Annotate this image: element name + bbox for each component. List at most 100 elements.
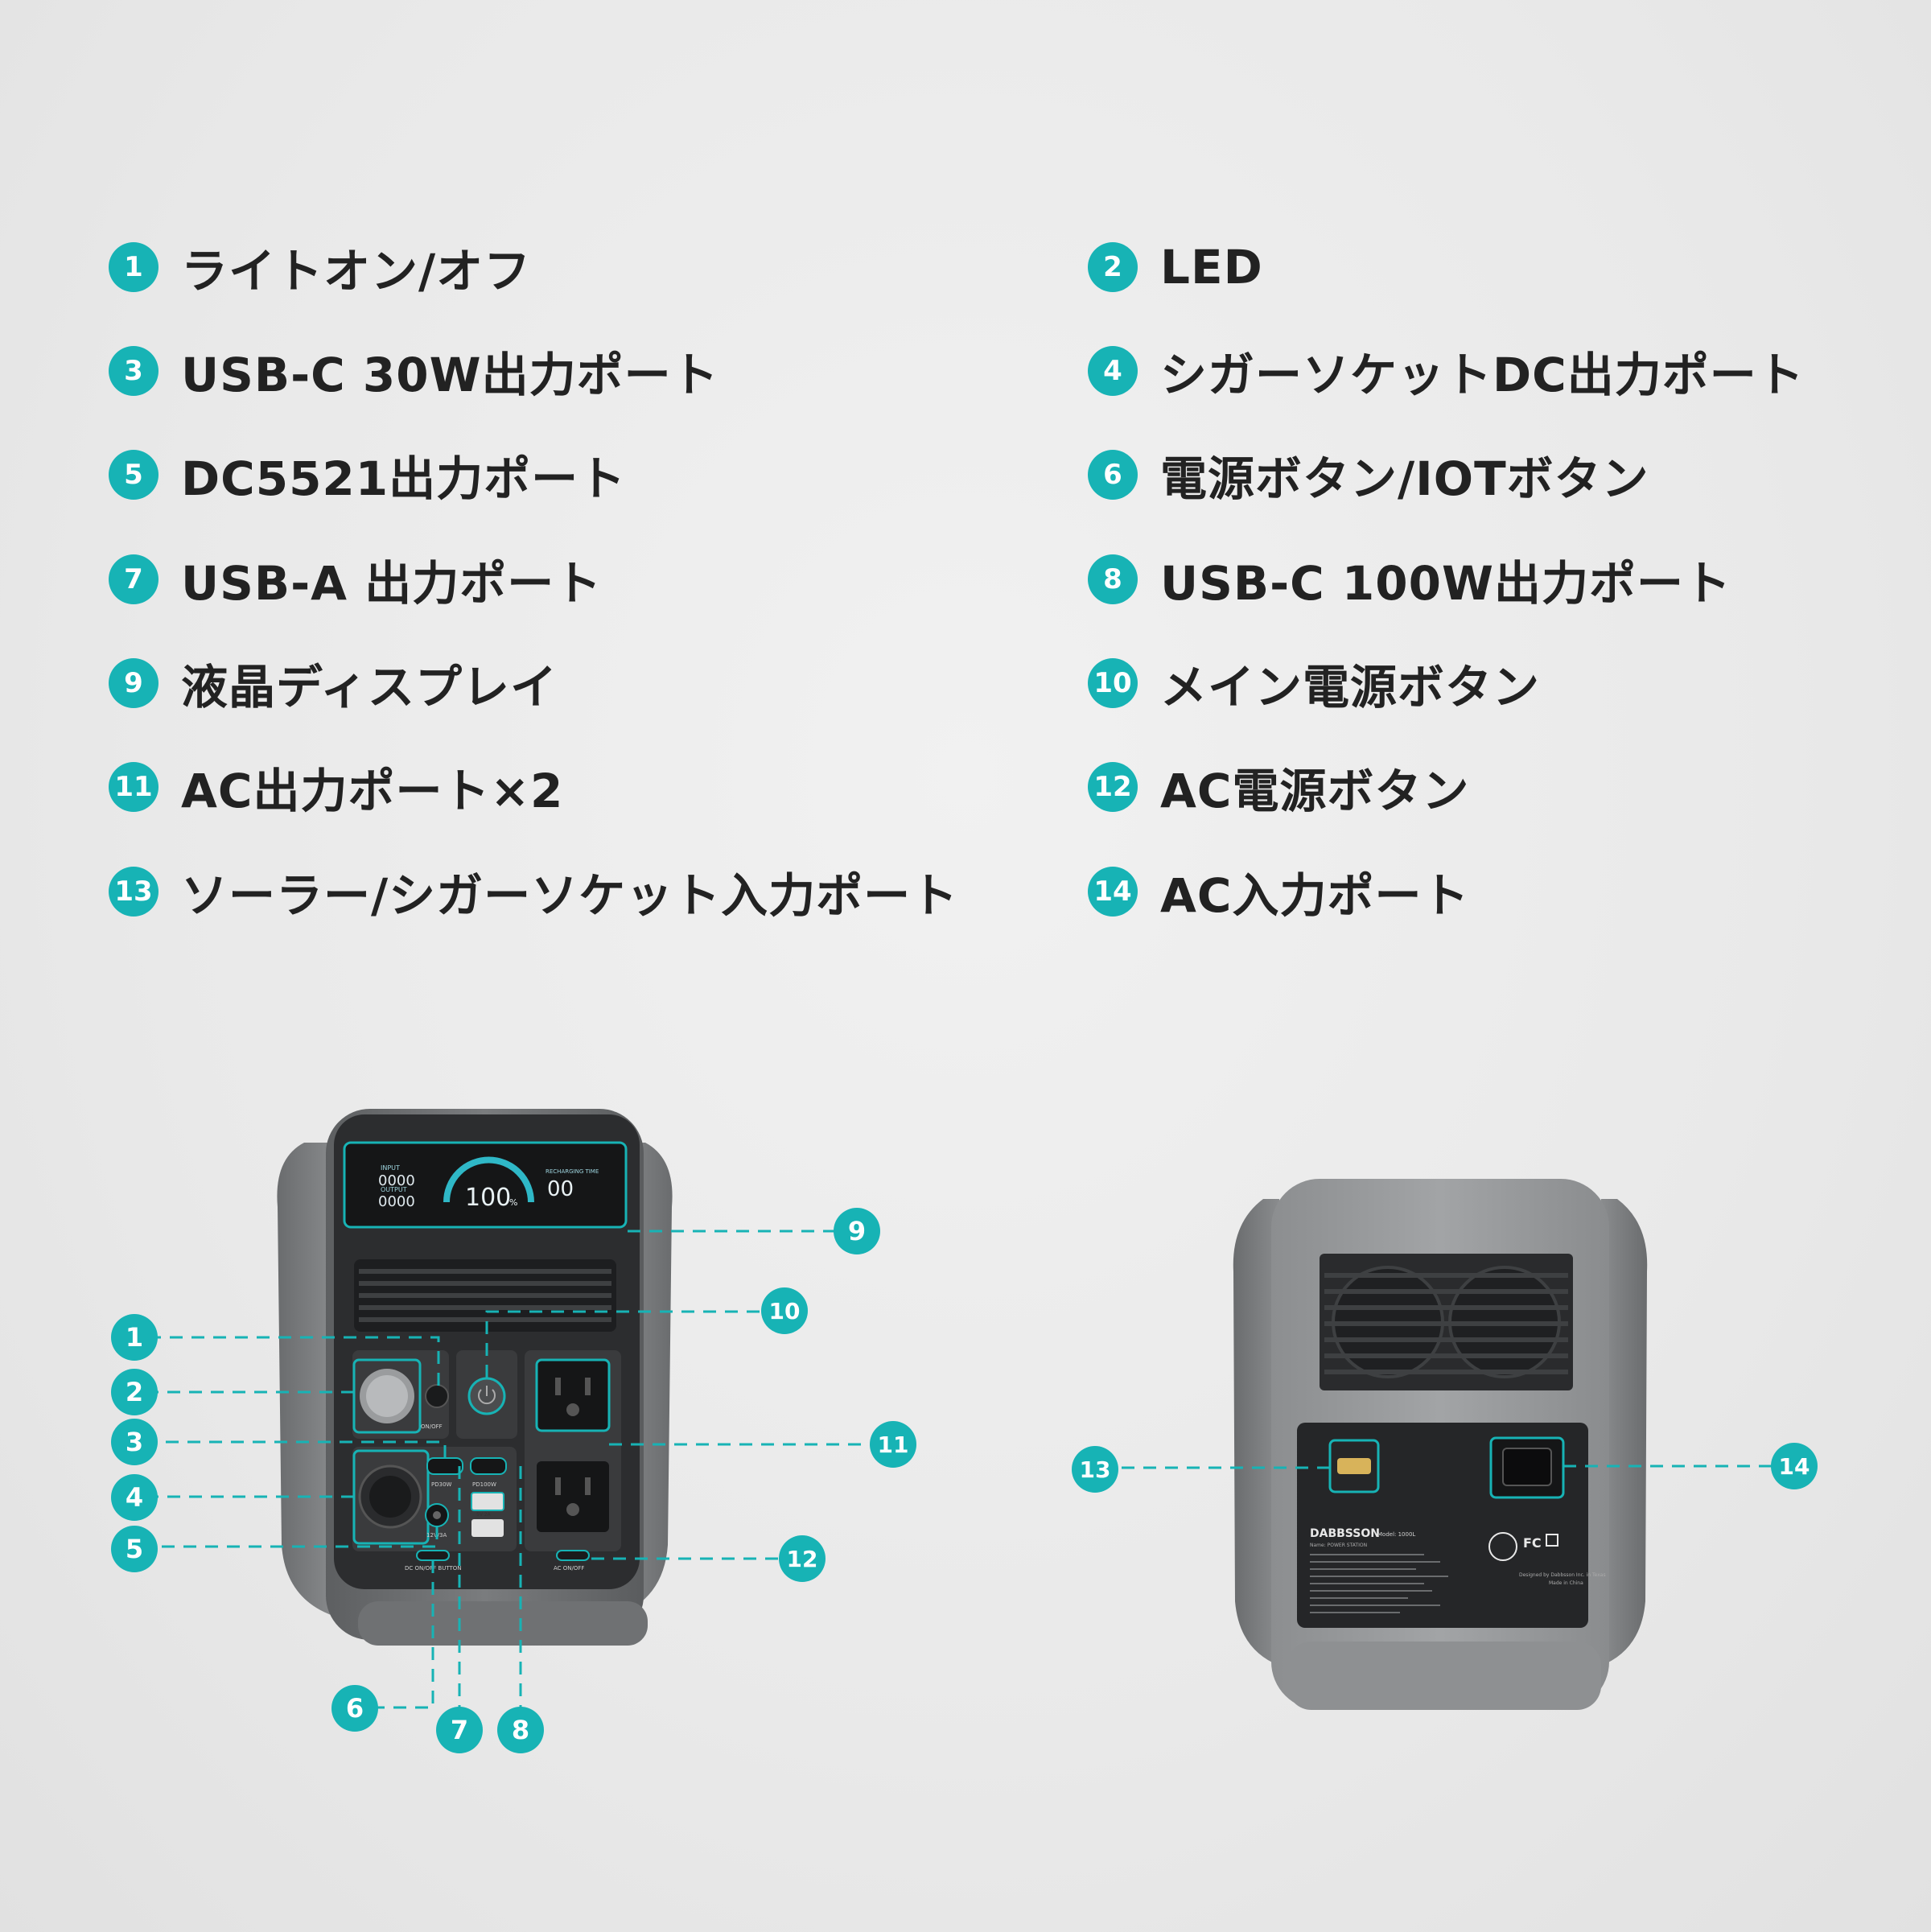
callout-2: 2 xyxy=(111,1369,158,1415)
front-leader-lines xyxy=(157,1230,869,1714)
back-right-side xyxy=(1601,1199,1648,1666)
legend-item-1: 1 ライトオン/オフ xyxy=(109,235,531,299)
legend-badge: 13 xyxy=(109,867,159,917)
back-designed: Designed by Dabbsson Inc. in Texas xyxy=(1519,1572,1606,1578)
lcd-input-label: INPUT xyxy=(381,1164,400,1172)
back-model: Model: 1000L xyxy=(1377,1531,1415,1538)
legend-badge: 8 xyxy=(1088,554,1138,604)
ac-outlet-1[interactable] xyxy=(535,1358,611,1432)
ac-ground-icon xyxy=(566,1503,579,1516)
callout-7: 7 xyxy=(436,1707,483,1753)
spec-text-lines xyxy=(1310,1554,1448,1613)
back-foot xyxy=(1287,1642,1601,1710)
power-icon xyxy=(478,1389,496,1405)
legend-item-9: 9 液晶ディスプレイ xyxy=(109,651,558,715)
legend-label: 液晶ディスプレイ xyxy=(181,660,558,715)
legend-label: 電源ボタン/IOTボタン xyxy=(1160,451,1649,506)
lcd-input-value: 0000 xyxy=(378,1172,415,1189)
compliance-mark-icon xyxy=(1546,1534,1558,1547)
legend-item-13: 13 ソーラー/シガーソケット入力ポート xyxy=(109,859,958,924)
usbc-30w-port[interactable] xyxy=(426,1457,463,1475)
legend-badge: 4 xyxy=(1088,346,1138,396)
legend-label: USB-A 出力ポート xyxy=(181,556,603,611)
usba-label: 5V 2A xyxy=(476,1512,492,1518)
ac-power-button[interactable] xyxy=(556,1550,590,1561)
front-vent-slats xyxy=(359,1269,611,1322)
legend-label: AC電源ボタン xyxy=(1160,764,1470,818)
callout-6: 6 xyxy=(331,1685,378,1732)
dc-power-button[interactable] xyxy=(416,1550,450,1561)
legend-item-8: 8 USB-C 100W出力ポート xyxy=(1088,547,1731,612)
iec-socket-icon xyxy=(1502,1448,1552,1486)
callout-13: 13 xyxy=(1072,1446,1118,1493)
legend-item-14: 14 AC入力ポート xyxy=(1088,859,1469,924)
callout-10: 10 xyxy=(761,1287,808,1334)
light-button-label: ON/OFF xyxy=(421,1423,443,1430)
callout-12: 12 xyxy=(779,1535,826,1582)
cigarette-socket-hole-icon xyxy=(369,1476,411,1518)
legend: 1 ライトオン/オフ 2 LED 3 USB-C 30W出力ポート 4 シガーソ… xyxy=(109,235,1805,924)
back-vent-slats xyxy=(1324,1273,1568,1374)
ac-slot-icon xyxy=(585,1378,591,1395)
callout-14: 14 xyxy=(1771,1443,1818,1489)
legend-label: AC出力ポート×2 xyxy=(181,764,564,818)
led-highlight xyxy=(352,1358,422,1434)
lcd-output-value: 0000 xyxy=(378,1193,415,1210)
callout-3: 3 xyxy=(111,1419,158,1465)
ac-slot-icon xyxy=(585,1477,591,1495)
lcd-percent-unit: % xyxy=(509,1197,517,1208)
legend-item-11: 11 AC出力ポート×2 xyxy=(109,755,563,819)
legend-label: AC入力ポート xyxy=(1160,868,1470,923)
legend-label: シガーソケットDC出力ポート xyxy=(1160,348,1805,402)
legend-badge: 9 xyxy=(109,658,159,708)
back-brand: DABBSSON xyxy=(1310,1527,1380,1540)
legend-item-2: 2 LED xyxy=(1088,235,1263,299)
legend-badge: 11 xyxy=(109,762,159,812)
light-button[interactable] xyxy=(425,1384,449,1408)
legend-label: メイン電源ボタン xyxy=(1160,660,1541,715)
callout-8: 8 xyxy=(497,1707,544,1753)
legend-item-10: 10 メイン電源ボタン xyxy=(1088,651,1540,715)
legend-badge: 5 xyxy=(109,450,159,500)
legend-badge: 14 xyxy=(1088,867,1138,917)
legend-label: USB-C 30W出力ポート xyxy=(181,348,719,402)
callout-1: 1 xyxy=(111,1314,158,1361)
lcd-time-label: RECHARGING TIME xyxy=(546,1168,599,1175)
back-unit: DABBSSON Model: 1000L Name: POWER STATIO… xyxy=(1233,1179,1648,1710)
legend-item-7: 7 USB-A 出力ポート xyxy=(109,547,602,612)
usbc-100w-port[interactable] xyxy=(470,1457,507,1475)
legend-item-6: 6 電源ボタン/IOTボタン xyxy=(1088,443,1649,507)
ac-ground-icon xyxy=(566,1403,579,1416)
legend-label: USB-C 100W出力ポート xyxy=(1160,556,1731,611)
xt60-highlight xyxy=(1328,1439,1380,1493)
callout-11: 11 xyxy=(870,1421,916,1468)
xt60-port[interactable] xyxy=(1337,1458,1371,1474)
usba-port-2[interactable] xyxy=(471,1519,504,1537)
front-unit: INPUT 0000 OUTPUT 0000 100 % RECHARGING … xyxy=(277,1109,673,1646)
ac-outlet-2[interactable] xyxy=(537,1461,609,1532)
led-lens-icon xyxy=(366,1375,408,1417)
legend-label: ソーラー/シガーソケット入力ポート xyxy=(181,868,959,923)
callout-4: 4 xyxy=(111,1474,158,1521)
legend-badge: 1 xyxy=(109,242,159,292)
back-made: Made in China xyxy=(1549,1580,1583,1586)
lcd-display xyxy=(343,1141,628,1229)
fcc-mark-icon: FC xyxy=(1523,1535,1542,1551)
legend-label: ライトオン/オフ xyxy=(181,244,532,299)
front-foot xyxy=(358,1601,648,1646)
legend-badge: 3 xyxy=(109,346,159,396)
lcd-output-label: OUTPUT xyxy=(381,1186,407,1193)
ac-button-label: AC ON/OFF xyxy=(554,1565,584,1572)
callout-5: 5 xyxy=(111,1526,158,1572)
legend-label: DC5521出力ポート xyxy=(181,451,627,506)
dc-pin-icon xyxy=(433,1511,441,1519)
legend-item-5: 5 DC5521出力ポート xyxy=(109,443,626,507)
legend-badge: 7 xyxy=(109,554,159,604)
etl-mark-icon xyxy=(1488,1532,1517,1561)
legend-item-12: 12 AC電源ボタン xyxy=(1088,755,1469,819)
usba-port-1[interactable] xyxy=(471,1492,504,1511)
back-leader-lines xyxy=(1098,1464,1774,1469)
lcd-percent: 100 xyxy=(465,1184,511,1212)
legend-item-4: 4 シガーソケットDC出力ポート xyxy=(1088,339,1805,403)
